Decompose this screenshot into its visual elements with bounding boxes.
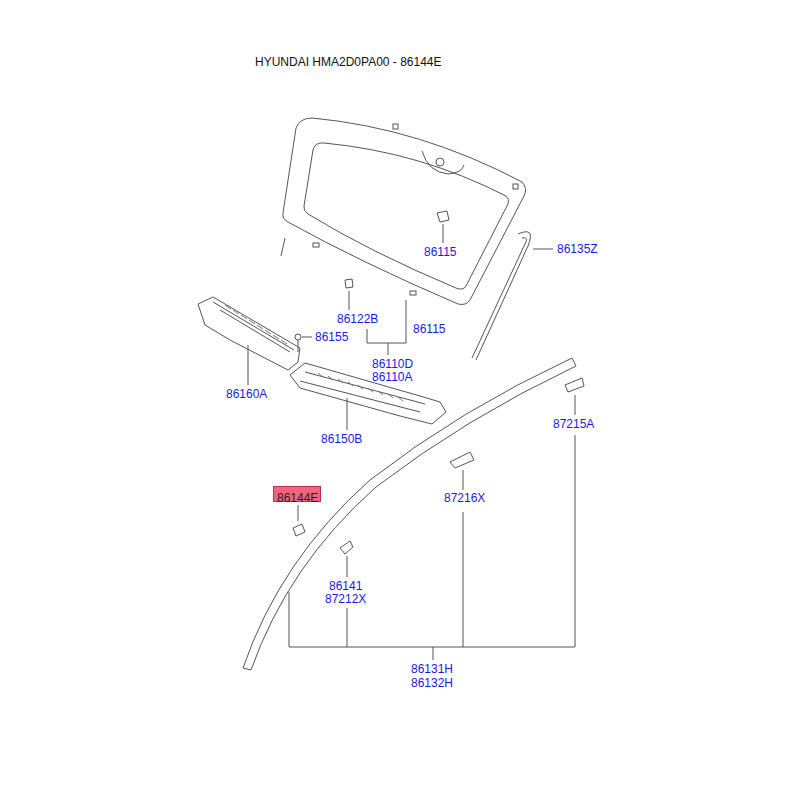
leader-line (388, 343, 389, 355)
callout-number: 87212X (325, 592, 366, 606)
leader-line (463, 470, 464, 490)
cowl-top-cover-left (198, 297, 300, 370)
leader-line (289, 647, 575, 648)
glass-tab (393, 124, 398, 129)
side-molding (476, 232, 530, 360)
glass-strip (281, 238, 285, 256)
callout-number: 86141 (329, 579, 362, 593)
leader-line (298, 505, 299, 521)
callout-number: 86155 (315, 330, 348, 344)
leader-line (302, 337, 312, 338)
callout-number: 86131H (411, 662, 453, 676)
molding-clip (565, 378, 584, 392)
cowl-edge (213, 302, 294, 352)
callout-number: 86110A (372, 370, 412, 384)
leader-line (575, 395, 576, 415)
callout-number: 87215A (553, 417, 594, 431)
cowl-top-cover-right (290, 363, 446, 424)
leader-line (433, 647, 434, 660)
highlighted-part-box: 86144E (273, 486, 321, 502)
diagram-title: HYUNDAI HMA2D0PA00 - 86144E (255, 55, 442, 69)
leader-line (347, 398, 348, 430)
side-molding (472, 238, 527, 358)
roof-molding (251, 366, 576, 670)
sensor-dot (436, 158, 444, 166)
molding-clip (340, 541, 353, 554)
callout-number: 86122B (337, 312, 378, 326)
leader-line (575, 435, 576, 647)
mounting-pad (437, 211, 449, 222)
clip (295, 334, 301, 340)
molding-end (243, 358, 576, 670)
molding-clip (450, 452, 474, 468)
spacer (345, 279, 353, 288)
callout-number: 86132H (411, 676, 453, 690)
leader-line (347, 556, 348, 577)
leader-line (367, 329, 368, 343)
glass-inner-edge (304, 143, 509, 289)
glass-tab (513, 184, 518, 189)
windshield-glass (283, 118, 526, 305)
leader-line (406, 300, 407, 343)
callout-number: 87216X (444, 491, 485, 505)
roof-molding (243, 358, 572, 668)
mirror-mount (422, 151, 464, 174)
clip-stem (298, 340, 299, 352)
molding-clip (293, 524, 305, 536)
callout-number: 86110D (372, 357, 413, 371)
glass-tab (313, 243, 319, 247)
leader-line (367, 343, 406, 344)
leader-line (289, 592, 290, 647)
leader-line (463, 512, 464, 647)
leader-line (533, 249, 553, 250)
part-number: 86144E (277, 491, 318, 505)
callout-number: 86135Z (557, 242, 598, 256)
callout-number: 86115 (413, 322, 445, 336)
leader-line (347, 608, 348, 647)
callout-number: 86115 (424, 245, 456, 259)
leader-line (443, 224, 444, 243)
callout-number: 86150B (321, 432, 362, 446)
callout-number: 86160A (226, 387, 267, 401)
leader-line (349, 291, 350, 310)
grille-hatch (225, 305, 287, 344)
glass-tab (410, 291, 416, 295)
leader-line (248, 345, 249, 385)
